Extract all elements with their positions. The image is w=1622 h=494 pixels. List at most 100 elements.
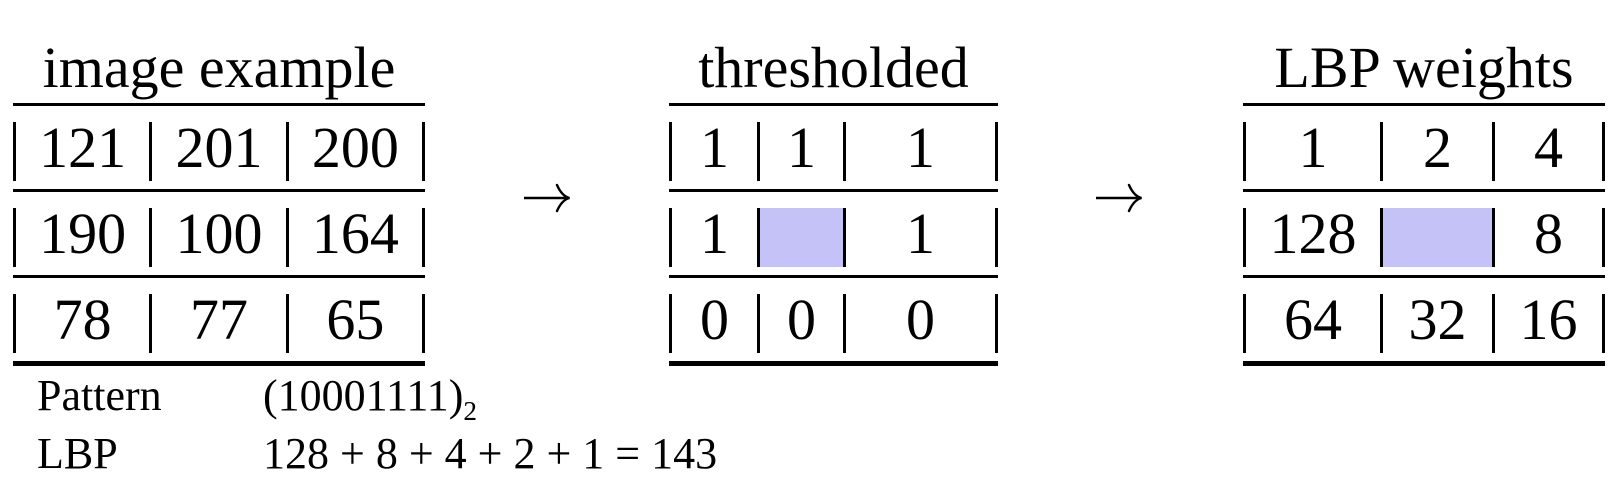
- center-pixel-highlight: [1383, 208, 1492, 267]
- table-row: 78 77 65: [13, 278, 425, 361]
- table-cell: 64: [1246, 278, 1380, 361]
- vertical-bar: [843, 122, 846, 181]
- vertical-bar: [285, 122, 289, 181]
- cell-value: 65: [326, 286, 385, 352]
- horizontal-rule: [669, 275, 998, 278]
- pattern-label: Pattern: [37, 370, 162, 420]
- table-image-example: image example 121 201 200 190 100 164 78…: [13, 30, 425, 366]
- table-cell: 1: [846, 106, 995, 189]
- table-thresholded: thresholded 1 1 1 1 1 0 0 0: [669, 30, 998, 366]
- cell-value: 164: [311, 200, 399, 266]
- binary-subscript: 2: [463, 395, 478, 426]
- caption: Pattern (10001111)2 LBP 128 + 8 + 4 + 2 …: [37, 366, 717, 482]
- table-cell: 1: [1246, 106, 1380, 189]
- table-row: 1 1: [669, 192, 998, 275]
- table-cell: 2: [1383, 106, 1492, 189]
- cell-value: 78: [53, 286, 112, 352]
- cell-value: 64: [1284, 286, 1342, 352]
- vertical-bar: [1380, 294, 1383, 353]
- cell-value: 2: [1423, 114, 1452, 180]
- vertical-bar: [1243, 208, 1246, 267]
- cell-value: 1: [1298, 114, 1328, 180]
- table-cell: 190: [16, 192, 149, 275]
- table-cell: 100: [152, 192, 285, 275]
- vertical-bar: [843, 294, 846, 353]
- table-cell: 8: [1495, 192, 1602, 275]
- table-cell: 77: [152, 278, 285, 361]
- cell-value: 1: [700, 200, 729, 266]
- vertical-bar: [757, 122, 760, 181]
- table-row: 1 1 1: [669, 106, 998, 189]
- table-cell: 164: [289, 192, 422, 275]
- vertical-bar: [149, 208, 153, 267]
- table-cell: 1: [672, 106, 757, 189]
- right-arrow-icon: [524, 183, 570, 213]
- vertical-bar: [1602, 294, 1605, 353]
- right-arrow-icon: [1096, 183, 1142, 213]
- cell-value: 8: [1534, 200, 1563, 266]
- vertical-bar: [421, 208, 425, 267]
- cell-value: 1: [906, 200, 935, 266]
- table-row: 1 2 4: [1243, 106, 1605, 189]
- vertical-bar: [1602, 122, 1605, 181]
- table-cell: 16: [1495, 278, 1602, 361]
- vertical-bar: [285, 208, 289, 267]
- vertical-bar: [1492, 122, 1495, 181]
- center-pixel-highlight: [760, 208, 843, 267]
- table-cell: 121: [16, 106, 149, 189]
- vertical-bar: [995, 294, 998, 353]
- vertical-bar: [757, 208, 760, 267]
- horizontal-rule: [1243, 189, 1605, 192]
- table-title: LBP weights: [1274, 35, 1574, 100]
- table-cell: 0: [846, 278, 995, 361]
- vertical-bar: [149, 122, 153, 181]
- table-cell: 200: [289, 106, 422, 189]
- vertical-bar: [1602, 208, 1605, 267]
- vertical-bar: [149, 294, 153, 353]
- horizontal-rule-thick: [13, 361, 425, 366]
- vertical-bar: [1492, 208, 1495, 267]
- table-row: 0 0 0: [669, 278, 998, 361]
- table-title: image example: [42, 35, 396, 100]
- table-row: 64 32 16: [1243, 278, 1605, 361]
- horizontal-rule: [669, 103, 998, 106]
- horizontal-rule-thick: [669, 361, 998, 366]
- table-row: 190 100 164: [13, 192, 425, 275]
- cell-value: 201: [175, 114, 263, 180]
- table-cell: 0: [760, 278, 843, 361]
- pattern-value: (10001111)2: [263, 370, 477, 424]
- lbp-sum: 128 + 8 + 4 + 2 + 1 = 143: [263, 428, 718, 478]
- vertical-bar: [995, 122, 998, 181]
- cell-value: 16: [1519, 286, 1578, 352]
- vertical-bar: [995, 208, 998, 267]
- vertical-bar: [1380, 208, 1383, 267]
- table-cell: 32: [1383, 278, 1492, 361]
- table-cell: 0: [672, 278, 757, 361]
- horizontal-rule: [669, 189, 998, 192]
- table-cell: 1: [672, 192, 757, 275]
- binary-pattern: (10001111): [263, 370, 464, 420]
- vertical-bar: [13, 294, 16, 353]
- table-cell: 128: [1246, 192, 1380, 275]
- cell-value: 1: [787, 114, 816, 180]
- table-cell: 1: [846, 192, 995, 275]
- table-cell: 201: [152, 106, 285, 189]
- vertical-bar: [843, 208, 846, 267]
- table-cell: 78: [16, 278, 149, 361]
- vertical-bar: [1243, 294, 1246, 353]
- horizontal-rule: [1243, 275, 1605, 278]
- cell-value: 0: [787, 286, 816, 352]
- cell-value: 0: [906, 286, 935, 352]
- cell-value: 200: [311, 114, 399, 180]
- lbp-line: LBP 128 + 8 + 4 + 2 + 1 = 143: [37, 424, 717, 482]
- table-row: 128 8: [1243, 192, 1605, 275]
- vertical-bar: [669, 208, 672, 267]
- table-cell: 65: [289, 278, 422, 361]
- vertical-bar: [421, 122, 425, 181]
- vertical-bar: [1492, 294, 1495, 353]
- cell-value: 1: [700, 114, 729, 180]
- cell-value: 121: [39, 114, 127, 180]
- vertical-bar: [13, 122, 16, 181]
- vertical-bar: [757, 294, 760, 353]
